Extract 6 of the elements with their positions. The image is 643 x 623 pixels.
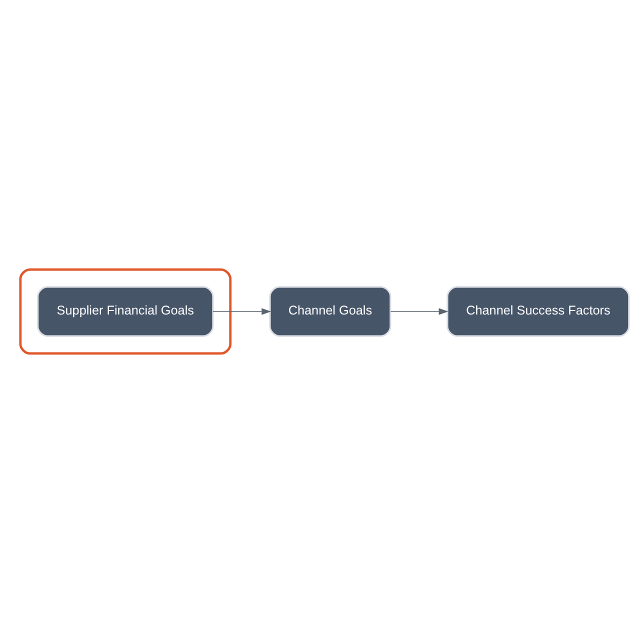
node-box: Channel Goals bbox=[269, 286, 392, 337]
node-box: Supplier Financial Goals bbox=[37, 286, 214, 337]
node-box: Channel Success Factors bbox=[446, 286, 630, 337]
cluster bbox=[19, 268, 232, 355]
arrow bbox=[212, 308, 272, 315]
arrow bbox=[390, 308, 448, 315]
